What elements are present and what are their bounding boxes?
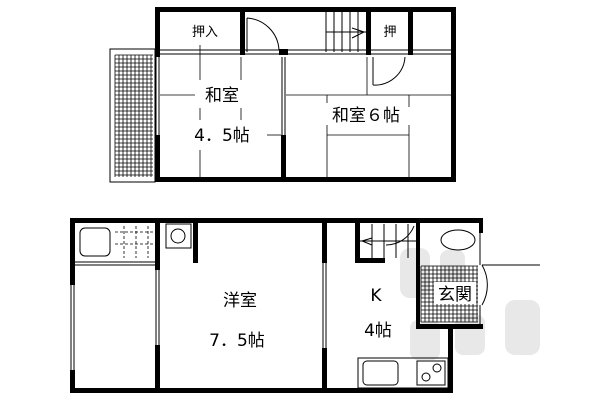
upper-floor: 押入 押 和室 4．5帖 和室６帖 [109,7,456,183]
balcony-grid [114,54,153,177]
japanese-room-1-size: 4．5帖 [194,126,250,146]
washing-machine-icon [165,223,192,249]
closet-label: 押入 [192,25,218,40]
closet-small-label: 押 [383,25,396,40]
japanese-room-1-name: 和室 [205,86,239,106]
kitchen-size: 4帖 [364,321,392,341]
stove-icon [416,360,446,386]
bathtub-icon [79,227,111,257]
balcony [109,48,156,183]
entrance-door [481,264,540,306]
lower-floor: 洋室 7．5帖 K 4帖 玄関 [70,218,540,393]
entrance-label: 玄関 [438,285,472,305]
toilet-icon [440,229,476,251]
kitchen-name: K [370,286,382,306]
kitchen-counter [357,357,449,389]
western-room-size: 7．5帖 [209,331,265,351]
japanese-room-2-label: 和室６帖 [332,106,400,126]
western-room-name: 洋室 [223,291,257,311]
sink-icon [362,360,399,386]
